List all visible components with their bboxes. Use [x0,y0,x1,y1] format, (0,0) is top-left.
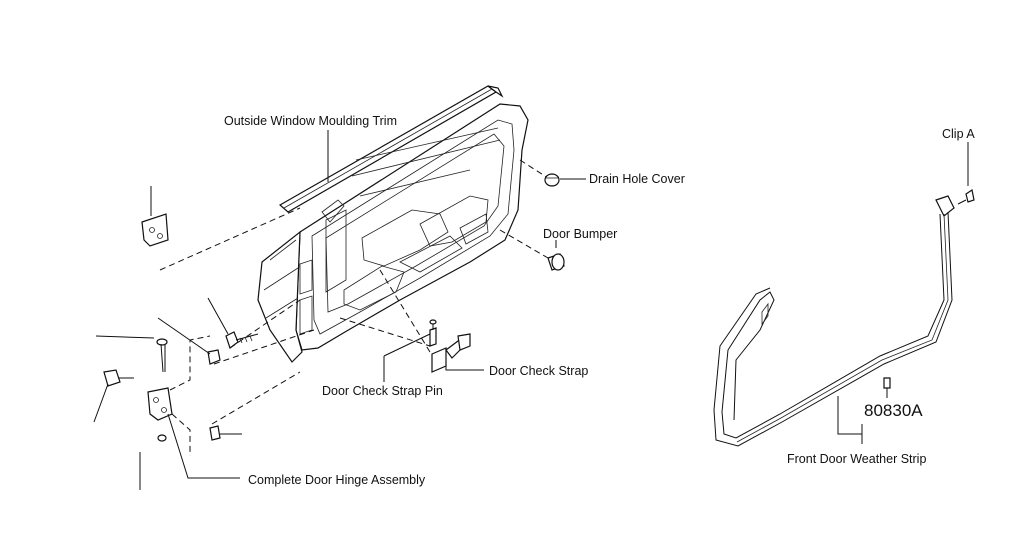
outside-window-moulding-trim-label: Outside Window Moulding Trim [224,114,397,128]
outside-window-moulding-trim-part[interactable] [278,85,504,213]
hinge-bolt[interactable] [225,331,259,349]
door-check-strap-part[interactable] [431,333,471,373]
hinge-nut[interactable] [207,349,221,365]
clip-a-label: Clip A [942,127,975,141]
front-door-weather-strip-part[interactable] [713,195,955,447]
hinge-side-bolt[interactable] [103,369,134,387]
front-door-weather-strip-label: Front Door Weather Strip [787,452,926,466]
hinge-washer[interactable] [157,434,167,442]
door-shell [257,103,529,363]
drain-hole-cover-part[interactable] [544,173,560,187]
door-bumper-label: Door Bumper [543,227,617,241]
drain-hole-cover-label: Drain Hole Cover [589,172,685,186]
hinge-pin[interactable] [156,338,168,373]
lower-mount-clip[interactable] [209,425,221,441]
door-check-strap-label: Door Check Strap [489,364,588,378]
clip-a-part[interactable] [957,189,975,205]
part-number-label: 80830A [864,401,923,420]
80830a-clip-part[interactable] [883,377,891,398]
door-bumper-part[interactable] [547,253,565,271]
complete-door-hinge-assembly-label: Complete Door Hinge Assembly [248,473,426,487]
upper-hinge-bracket[interactable] [141,213,169,247]
lower-hinge-body[interactable] [147,387,173,421]
door-check-strap-pin-label: Door Check Strap Pin [322,384,443,398]
door-check-strap-pin-part[interactable] [429,319,437,347]
